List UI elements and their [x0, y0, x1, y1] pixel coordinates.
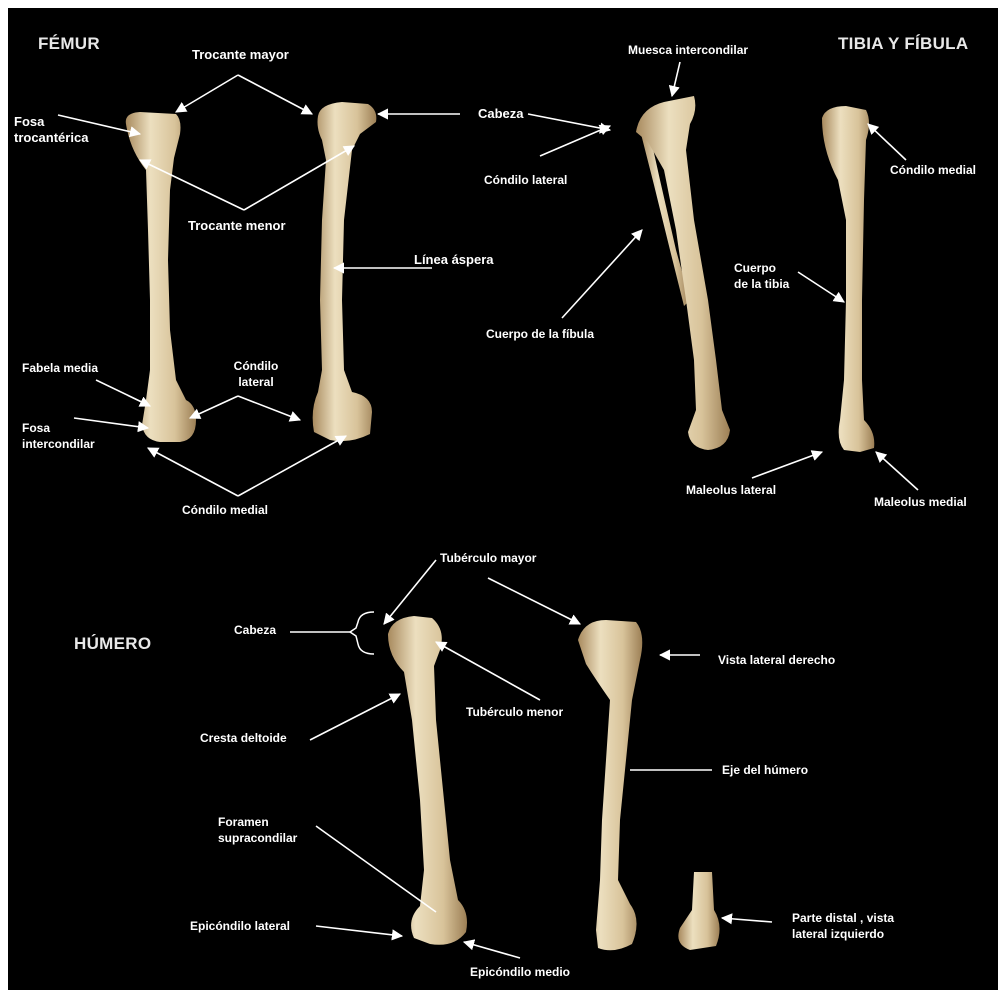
label-epicondilo-medio: Epicóndilo medio: [470, 964, 570, 980]
cabeza-bracket: [350, 612, 374, 654]
label-foramen-supracondilar: Foramen supracondilar: [218, 814, 328, 846]
label-femur-condilo-lateral: Cóndilo lateral: [218, 358, 294, 390]
femur-anterior-bone: [313, 102, 377, 441]
section-title-tibia: TIBIA Y FÍBULA: [838, 34, 968, 54]
femur-posterior-bone: [126, 112, 196, 442]
label-parte-distal: Parte distal , vista lateral izquierdo: [792, 910, 952, 942]
label-tuberculo-mayor: Tubérculo mayor: [440, 550, 536, 566]
label-linea-aspera: Línea áspera: [414, 252, 494, 268]
section-title-humero: HÚMERO: [74, 634, 151, 654]
humerus-lateral-bone: [578, 620, 642, 950]
label-trocante-mayor: Trocante mayor: [192, 47, 289, 63]
label-fosa-trocanterica: Fosa trocantérica: [14, 114, 124, 146]
label-cresta-deltoide: Cresta deltoide: [200, 730, 287, 746]
label-tibia-condilo-lateral: Cóndilo lateral: [484, 172, 567, 188]
label-eje-humero: Eje del húmero: [722, 762, 808, 778]
label-tuberculo-menor: Tubérculo menor: [466, 704, 563, 720]
label-vista-lateral: Vista lateral derecho: [718, 652, 835, 668]
label-humero-cabeza: Cabeza: [234, 622, 276, 638]
label-fabela-media: Fabela media: [22, 360, 98, 376]
humerus-anterior-bone: [388, 616, 467, 945]
humerus-distal-bone: [678, 872, 719, 950]
label-cuerpo-fibula: Cuerpo de la fíbula: [486, 326, 594, 342]
label-femur-cabeza: Cabeza: [478, 106, 524, 122]
label-femur-condilo-medial: Cóndilo medial: [182, 502, 268, 518]
label-muesca-intercondilar: Muesca intercondilar: [628, 42, 748, 58]
label-maleolus-lateral: Maleolus lateral: [686, 482, 776, 498]
label-epicondilo-lateral: Epicóndilo lateral: [190, 918, 290, 934]
label-trocante-menor: Trocante menor: [188, 218, 286, 234]
label-fosa-intercondilar: Fosa intercondilar: [22, 420, 122, 452]
pointer-lines: [290, 632, 712, 912]
tibia-side-bone: [822, 106, 874, 452]
label-tibia-condilo-medial: Cóndilo medial: [890, 162, 976, 178]
label-maleolus-medial: Maleolus medial: [874, 494, 967, 510]
label-cuerpo-tibia: Cuerpo de la tibia: [734, 260, 824, 292]
section-title-femur: FÉMUR: [38, 34, 100, 54]
